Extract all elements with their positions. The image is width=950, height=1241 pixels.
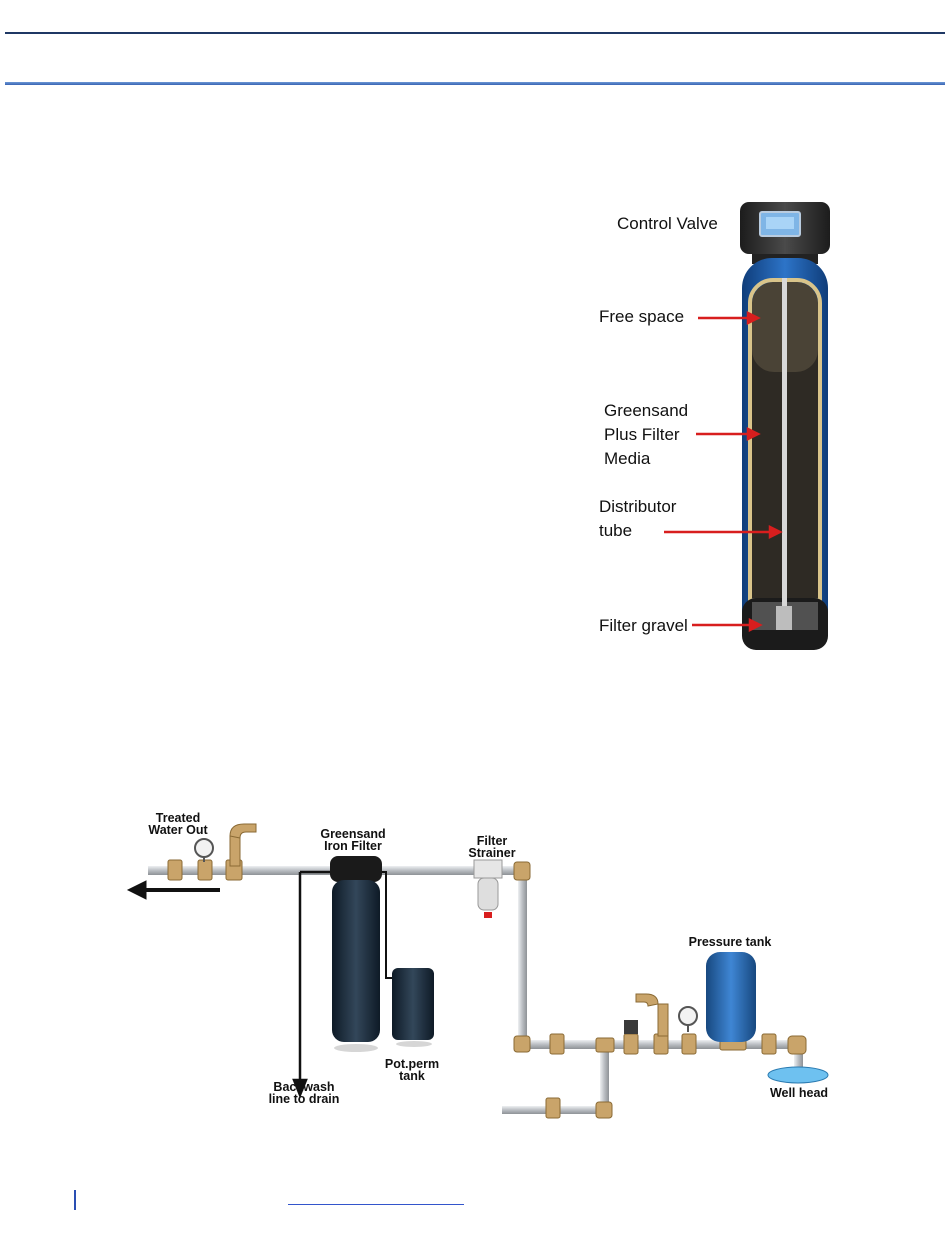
label-potperm-line2: tank	[380, 1070, 444, 1083]
filter-strainer-bowl	[478, 878, 498, 910]
label-greensand-line3: Media	[604, 447, 650, 471]
filter-strainer-head	[474, 860, 502, 878]
label-pressure-tank: Pressure tank	[680, 936, 780, 949]
header-accent-rule	[5, 82, 945, 85]
label-distributor-line2: tube	[599, 519, 632, 543]
pressure-switch	[624, 1020, 638, 1034]
label-well-head: Well head	[762, 1087, 836, 1100]
label-filter-gravel: Filter gravel	[599, 614, 688, 638]
well-head	[768, 1067, 828, 1083]
potperm-tank	[392, 968, 434, 1040]
treated-water-arrow	[128, 881, 220, 899]
label-distributor-line1: Distributor	[599, 495, 676, 519]
label-strainer-line2: Strainer	[462, 847, 522, 860]
pipe-vertical-right	[518, 872, 527, 1040]
greensand-tank-body	[332, 880, 380, 1042]
footer-divider	[74, 1190, 76, 1210]
label-free-space: Free space	[599, 305, 684, 329]
label-treated-line2: Water Out	[146, 824, 210, 837]
header-rule	[5, 32, 945, 34]
footer-link-underline[interactable]	[288, 1204, 464, 1205]
label-backwash-line2: line to drain	[262, 1093, 346, 1106]
label-control-valve: Control Valve	[617, 212, 718, 236]
label-greensand-filter-line2: Iron Filter	[314, 840, 392, 853]
label-greensand-line2: Plus Filter	[604, 423, 680, 447]
greensand-tank-head	[330, 856, 382, 882]
label-greensand-line1: Greensand	[604, 399, 688, 423]
pressure-tank	[706, 952, 756, 1042]
distributor-tube	[782, 278, 787, 628]
